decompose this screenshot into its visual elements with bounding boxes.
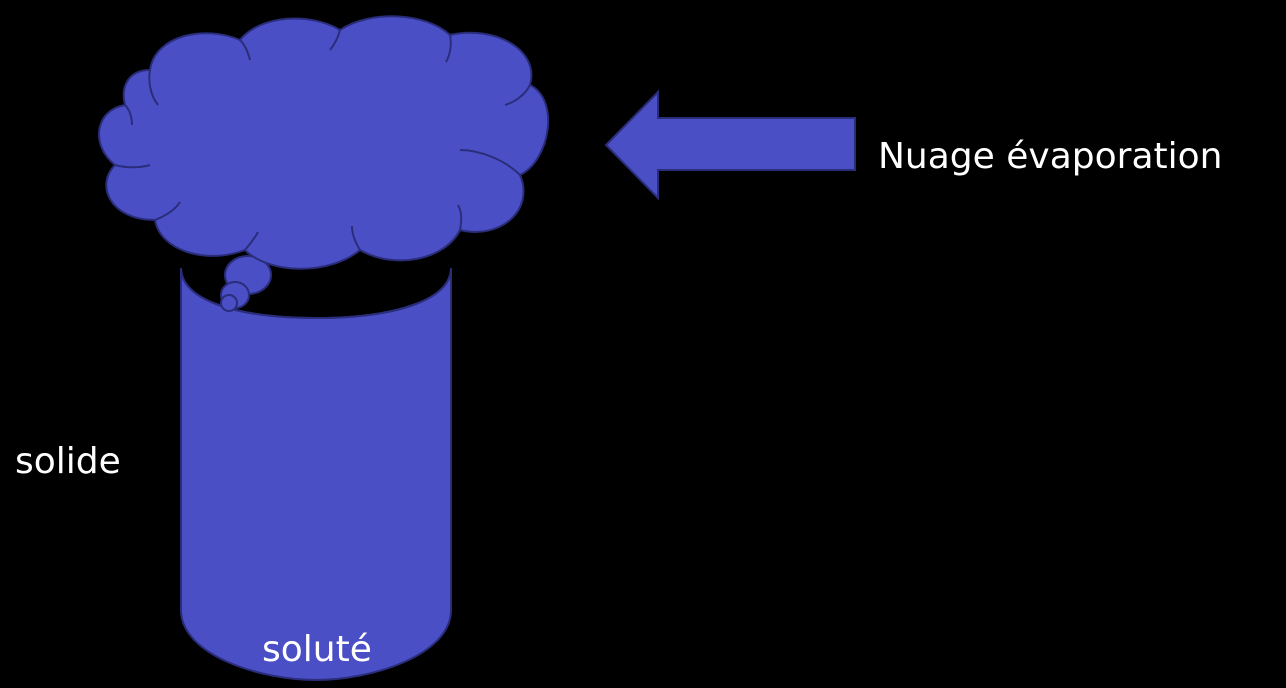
cylinder-container [180, 267, 452, 682]
cloud-shape [98, 15, 550, 270]
cloud-inner-curve-1 [148, 69, 159, 106]
cloud-inner-curve-4 [445, 34, 452, 63]
cloud-inner-curve-5 [504, 84, 531, 106]
cloud-inner-curve-7 [457, 204, 463, 231]
cloud-outline [98, 15, 550, 270]
cloud-inner-curve-2 [239, 39, 251, 61]
arrow-left-icon [604, 89, 856, 201]
cloud-inner-curve-9 [244, 231, 259, 251]
cloud-inner-curve-10 [154, 201, 181, 221]
cloud-inner-curve-3 [329, 29, 341, 51]
cloud-inner-curve-11 [114, 164, 151, 169]
bottom-label: soluté [262, 629, 372, 670]
cylinder-rim [180, 267, 452, 320]
bubble-small [220, 294, 238, 312]
cloud-inner-curve-6 [459, 149, 521, 176]
cloud-inner-curve-8 [351, 225, 361, 251]
cloud-label: Nuage évaporation [878, 136, 1223, 177]
cylinder-body [180, 267, 452, 682]
thought-bubbles [220, 255, 272, 312]
side-label: solide [15, 441, 121, 482]
cloud-inner-curve-12 [124, 104, 133, 126]
